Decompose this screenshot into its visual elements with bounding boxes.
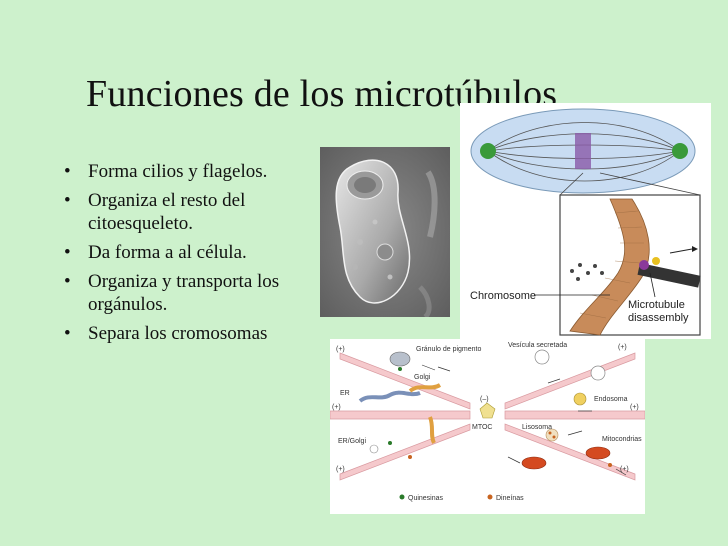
svg-text:Quinesinas: Quinesinas	[408, 495, 444, 502]
svg-text:(+): (+)	[336, 346, 345, 353]
svg-text:(+): (+)	[618, 344, 627, 351]
bullet-dot: •	[64, 190, 71, 211]
bullet-item: •Da forma a al célula.	[64, 242, 247, 263]
svg-text:Dineínas: Dineínas	[496, 495, 524, 502]
svg-text:(+): (+)	[630, 404, 639, 411]
svg-text:ER: ER	[340, 390, 350, 397]
svg-text:(+): (+)	[620, 466, 629, 473]
svg-text:(–): (–)	[480, 396, 489, 403]
svg-text:(+): (+)	[332, 404, 341, 411]
mitosis-diagram-image: Chromosome Microtubule disassembly	[460, 103, 711, 339]
bullet-item: •Organiza y transporta los orgánulos.	[64, 271, 280, 315]
svg-text:MTOC: MTOC	[472, 424, 492, 431]
bullet-dot: •	[64, 323, 71, 344]
bullet-dot: •	[64, 161, 71, 182]
svg-text:Mitocondrias: Mitocondrias	[602, 436, 642, 443]
cell-micrograph-image	[320, 147, 450, 317]
disassembly-label: disassembly	[628, 312, 689, 324]
chromosome-label: Chromosome	[470, 290, 536, 302]
svg-text:Gránulo de pigmento: Gránulo de pigmento	[416, 346, 481, 353]
svg-text:Golgi: Golgi	[414, 374, 431, 381]
bullet-item: •Separa los cromosomas	[64, 323, 268, 344]
microtubule-label: Microtubule	[628, 299, 685, 311]
svg-text:ER/Golgi: ER/Golgi	[338, 438, 366, 445]
svg-text:Endosoma: Endosoma	[594, 396, 628, 403]
bullet-dot: •	[64, 271, 71, 292]
svg-text:Lisosoma: Lisosoma	[522, 424, 552, 431]
bullet-item: •Organiza el resto del citoesqueleto.	[64, 190, 246, 234]
bullet-list: •Forma cilios y flagelos. •Organiza el r…	[60, 160, 330, 351]
svg-text:(+): (+)	[336, 466, 345, 473]
organelle-transport-diagram-image: (+) (+) (+) (+) (+) (+) Gránulo de pigme…	[330, 339, 645, 514]
bullet-item: •Forma cilios y flagelos.	[64, 161, 268, 182]
bullet-dot: •	[64, 242, 71, 263]
svg-text:Vesícula secretada: Vesícula secretada	[508, 342, 567, 349]
